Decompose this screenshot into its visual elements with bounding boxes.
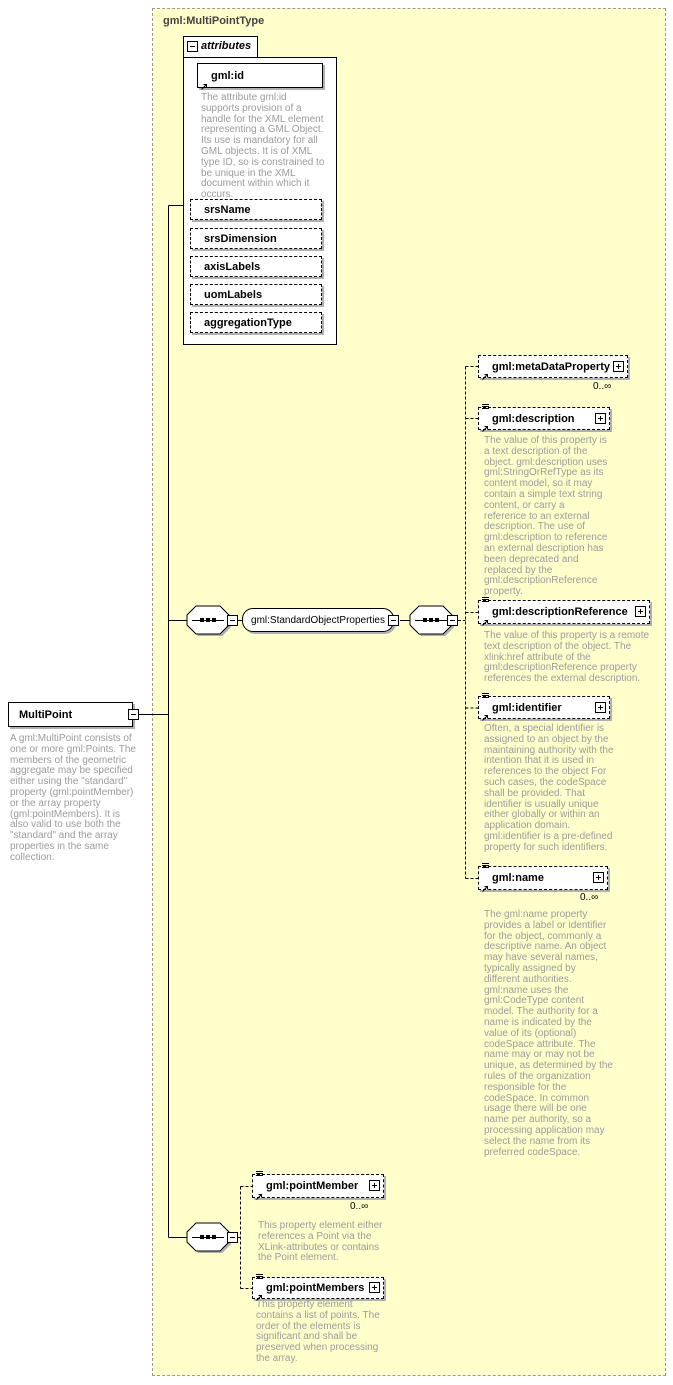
group-label: gml:StandardObjectProperties — [251, 615, 385, 626]
element-label: gml:description — [492, 412, 575, 425]
attribute-srsDimension[interactable]: srsDimension — [190, 228, 322, 249]
attribute-label: uomLabels — [204, 288, 263, 301]
expand-icon[interactable] — [593, 872, 604, 883]
element-label: gml:pointMember — [266, 1180, 359, 1192]
collapse-icon[interactable] — [447, 615, 458, 626]
reference-arrow-icon — [481, 709, 490, 721]
reference-arrow-icon — [481, 420, 490, 432]
element-label: gml:pointMembers — [266, 1282, 365, 1294]
annotation-icon — [256, 1274, 263, 1279]
element-gml-name[interactable]: gml:name — [478, 863, 608, 892]
element-label: MultiPoint — [19, 708, 73, 721]
reference-arrow-icon — [255, 1289, 264, 1301]
attribute-doc: The attribute gml:id supports provision … — [201, 92, 325, 201]
attribute-aggregationType[interactable]: aggregationType — [190, 312, 322, 333]
element-gml-identifier[interactable]: gml:identifier — [478, 693, 610, 721]
attribute-uomLabels[interactable]: uomLabels — [190, 284, 322, 305]
element-label: gml:metaDataProperty — [492, 360, 610, 373]
reference-arrow-icon — [255, 1188, 264, 1200]
element-gml-pointMember[interactable]: gml:pointMember — [252, 1171, 384, 1200]
collapse-icon[interactable] — [128, 709, 139, 720]
reference-arrow-icon — [481, 880, 490, 892]
expand-icon[interactable] — [613, 360, 624, 372]
complex-type-title: gml:MultiPointType — [163, 15, 265, 27]
attribute-srsName[interactable]: srsName — [190, 199, 322, 220]
attributes-tab[interactable]: attributes — [183, 36, 258, 58]
element-label: gml:name — [492, 872, 544, 884]
expand-icon[interactable] — [635, 606, 646, 617]
annotation-icon — [256, 1171, 263, 1176]
attribute-label: srsDimension — [204, 232, 277, 245]
element-doc: This property element contains a list of… — [256, 1299, 380, 1364]
collapse-icon[interactable] — [187, 41, 198, 52]
attribute-label: axisLabels — [204, 260, 261, 273]
annotation-icon — [482, 863, 489, 868]
occurrence-label: 0..∞ — [593, 381, 612, 392]
element-multipoint[interactable]: MultiPoint — [8, 702, 133, 727]
expand-icon[interactable] — [595, 412, 606, 424]
element-doc: The value of this property is a text des… — [484, 435, 608, 598]
annotation-icon — [482, 597, 489, 602]
expand-icon[interactable] — [369, 1282, 380, 1293]
element-doc: A gml:MultiPoint consists of one or more… — [10, 733, 136, 863]
group-standard-object-properties[interactable]: gml:StandardObjectProperties — [242, 608, 394, 632]
occurrence-label: 0..∞ — [350, 1201, 369, 1212]
collapse-icon[interactable] — [227, 615, 238, 626]
annotation-icon — [482, 693, 489, 698]
element-label: gml:identifier — [492, 701, 562, 714]
element-doc: This property element either references … — [258, 1220, 383, 1264]
attribute-label: aggregationType — [204, 316, 292, 329]
reference-arrow-icon — [481, 368, 490, 380]
element-doc: Often, a special identifier is assigned … — [484, 723, 614, 853]
expand-icon[interactable] — [595, 701, 606, 713]
attribute-label: gml:id — [211, 69, 244, 82]
reference-arrow-icon — [200, 78, 209, 90]
element-label: gml:descriptionReference — [492, 606, 628, 618]
attribute-gml-id[interactable]: gml:id — [197, 63, 323, 90]
element-gml-pointMembers[interactable]: gml:pointMembers — [252, 1274, 384, 1301]
element-doc: The gml:name property provides a label o… — [484, 909, 613, 1158]
element-doc: The value of this property is a remote t… — [484, 630, 650, 685]
element-gml-description[interactable]: gml:description — [478, 404, 610, 432]
occurrence-label: 0..∞ — [580, 892, 599, 903]
element-gml-metaDataProperty[interactable]: gml:metaDataProperty — [478, 355, 628, 380]
attribute-label: srsName — [204, 203, 251, 216]
reference-arrow-icon — [481, 614, 490, 626]
collapse-icon[interactable] — [388, 615, 399, 626]
attributes-tab-label: attributes — [201, 40, 252, 52]
element-gml-descriptionReference[interactable]: gml:descriptionReference — [478, 597, 650, 626]
annotation-icon — [482, 404, 489, 409]
expand-icon[interactable] — [369, 1180, 380, 1191]
collapse-icon[interactable] — [227, 1232, 238, 1243]
attribute-axisLabels[interactable]: axisLabels — [190, 256, 322, 277]
